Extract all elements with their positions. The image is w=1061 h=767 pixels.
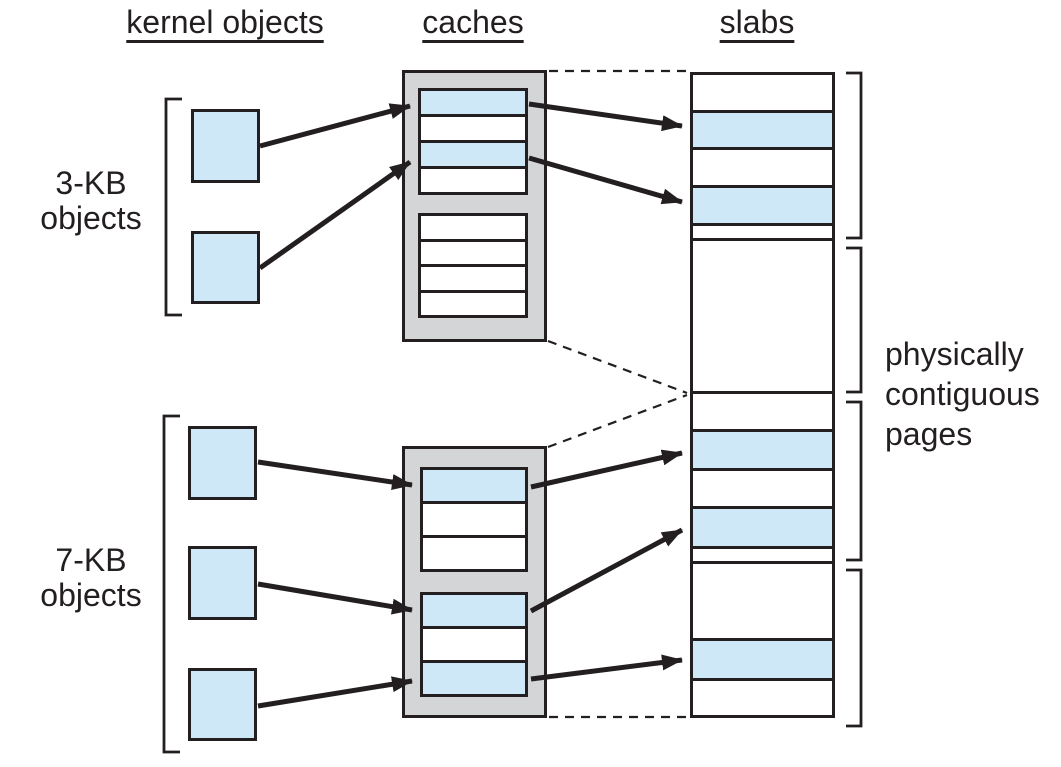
- slab-box-3: [690, 391, 835, 564]
- cache-entry: [421, 114, 525, 140]
- slab-page: [693, 638, 832, 678]
- slab-page: [693, 222, 832, 238]
- cache-entry: [423, 470, 525, 501]
- cache-box-3kb: [402, 70, 547, 342]
- bracket-3kb-objects: [164, 97, 182, 317]
- group-label-7kb-line2: objects: [40, 577, 142, 613]
- cache-entry: [421, 166, 525, 192]
- column-header-kernel-objects: kernel objects: [100, 4, 350, 41]
- column-header-caches: caches: [398, 4, 548, 41]
- slab-page: [693, 505, 832, 547]
- slab-page: [693, 184, 832, 223]
- slab-page: [693, 75, 832, 110]
- group-label-3kb-objects: 3-KB objects: [16, 166, 166, 236]
- group-label-7kb-line1: 7-KB: [55, 542, 127, 578]
- cache-entry: [421, 216, 525, 239]
- slab-box-4: [690, 561, 835, 718]
- slab-page: [693, 468, 832, 506]
- cache-entry: [421, 91, 525, 114]
- column-header-kernel-objects-text: kernel objects: [126, 4, 324, 40]
- arrow-cache-7kb-entry1-to-slab: [530, 449, 683, 490]
- arrow-cache-3kb-entry1-to-slab: [528, 101, 683, 132]
- side-label-line1: physically: [885, 336, 1024, 372]
- group-label-7kb-objects: 7-KB objects: [16, 543, 166, 613]
- arrow-cache-3kb-entry2-to-slab: [528, 155, 683, 205]
- cache-entry: [421, 140, 525, 166]
- slab-page: [693, 394, 832, 429]
- arrow-object-3kb-2-to-cache: [258, 159, 412, 271]
- cache-entry: [421, 238, 525, 264]
- bracket-7kb-objects: [162, 414, 180, 754]
- bracket-slab-4: [846, 568, 863, 728]
- bracket-slab-2: [846, 246, 863, 394]
- cache-3kb-slab-1: [418, 88, 528, 195]
- group-label-3kb-line1: 3-KB: [55, 165, 127, 201]
- slab-page: [693, 241, 832, 391]
- kernel-object-3kb-2: [191, 231, 260, 304]
- arrow-cache-7kb-entry2-to-slab: [529, 527, 684, 614]
- cache-entry: [423, 595, 525, 626]
- slab-page: [693, 564, 832, 638]
- cache-entry: [421, 264, 525, 290]
- column-header-slabs-text: slabs: [719, 4, 795, 40]
- arrow-object-7kb-3-to-cache: [257, 676, 413, 709]
- slab-page: [693, 546, 832, 561]
- kernel-object-7kb-2: [188, 546, 257, 620]
- cache-entry: [423, 660, 525, 694]
- cache-entry: [421, 289, 525, 315]
- arrow-object-7kb-1-to-cache: [257, 459, 413, 490]
- arrow-cache-7kb-entry3-to-slab: [530, 654, 683, 682]
- bracket-slab-3: [846, 400, 863, 562]
- kernel-object-7kb-3: [188, 668, 257, 741]
- slab-page: [693, 678, 832, 715]
- slab-page: [693, 428, 832, 469]
- group-label-3kb-line2: objects: [40, 200, 142, 236]
- cache-entry: [423, 501, 525, 535]
- slab-box-2: [690, 238, 835, 394]
- kernel-object-3kb-1: [191, 109, 260, 183]
- slab-page: [693, 147, 832, 185]
- cache-3kb-slab-2: [418, 213, 528, 318]
- arrow-object-3kb-1-to-cache: [259, 103, 411, 149]
- side-label-physically-contiguous-pages: physically contiguous pages: [885, 334, 1040, 454]
- arrow-object-7kb-2-to-cache: [257, 581, 413, 615]
- kernel-object-7kb-1: [188, 426, 257, 500]
- cache-7kb-slab-2: [420, 592, 528, 697]
- slab-box-1: [690, 72, 835, 241]
- dashed-link-mid-lower: [547, 393, 688, 449]
- dashed-link-mid-upper: [547, 339, 688, 395]
- side-label-line3: pages: [885, 416, 973, 452]
- column-header-slabs: slabs: [687, 4, 827, 41]
- slab-column: [690, 72, 835, 718]
- cache-box-7kb: [402, 446, 547, 718]
- slab-page: [693, 109, 832, 148]
- side-label-line2: contiguous: [885, 376, 1040, 412]
- bracket-slab-1: [846, 71, 863, 240]
- cache-entry: [423, 535, 525, 569]
- cache-entry: [423, 626, 525, 660]
- cache-7kb-slab-1: [420, 467, 528, 572]
- column-header-caches-text: caches: [422, 4, 524, 40]
